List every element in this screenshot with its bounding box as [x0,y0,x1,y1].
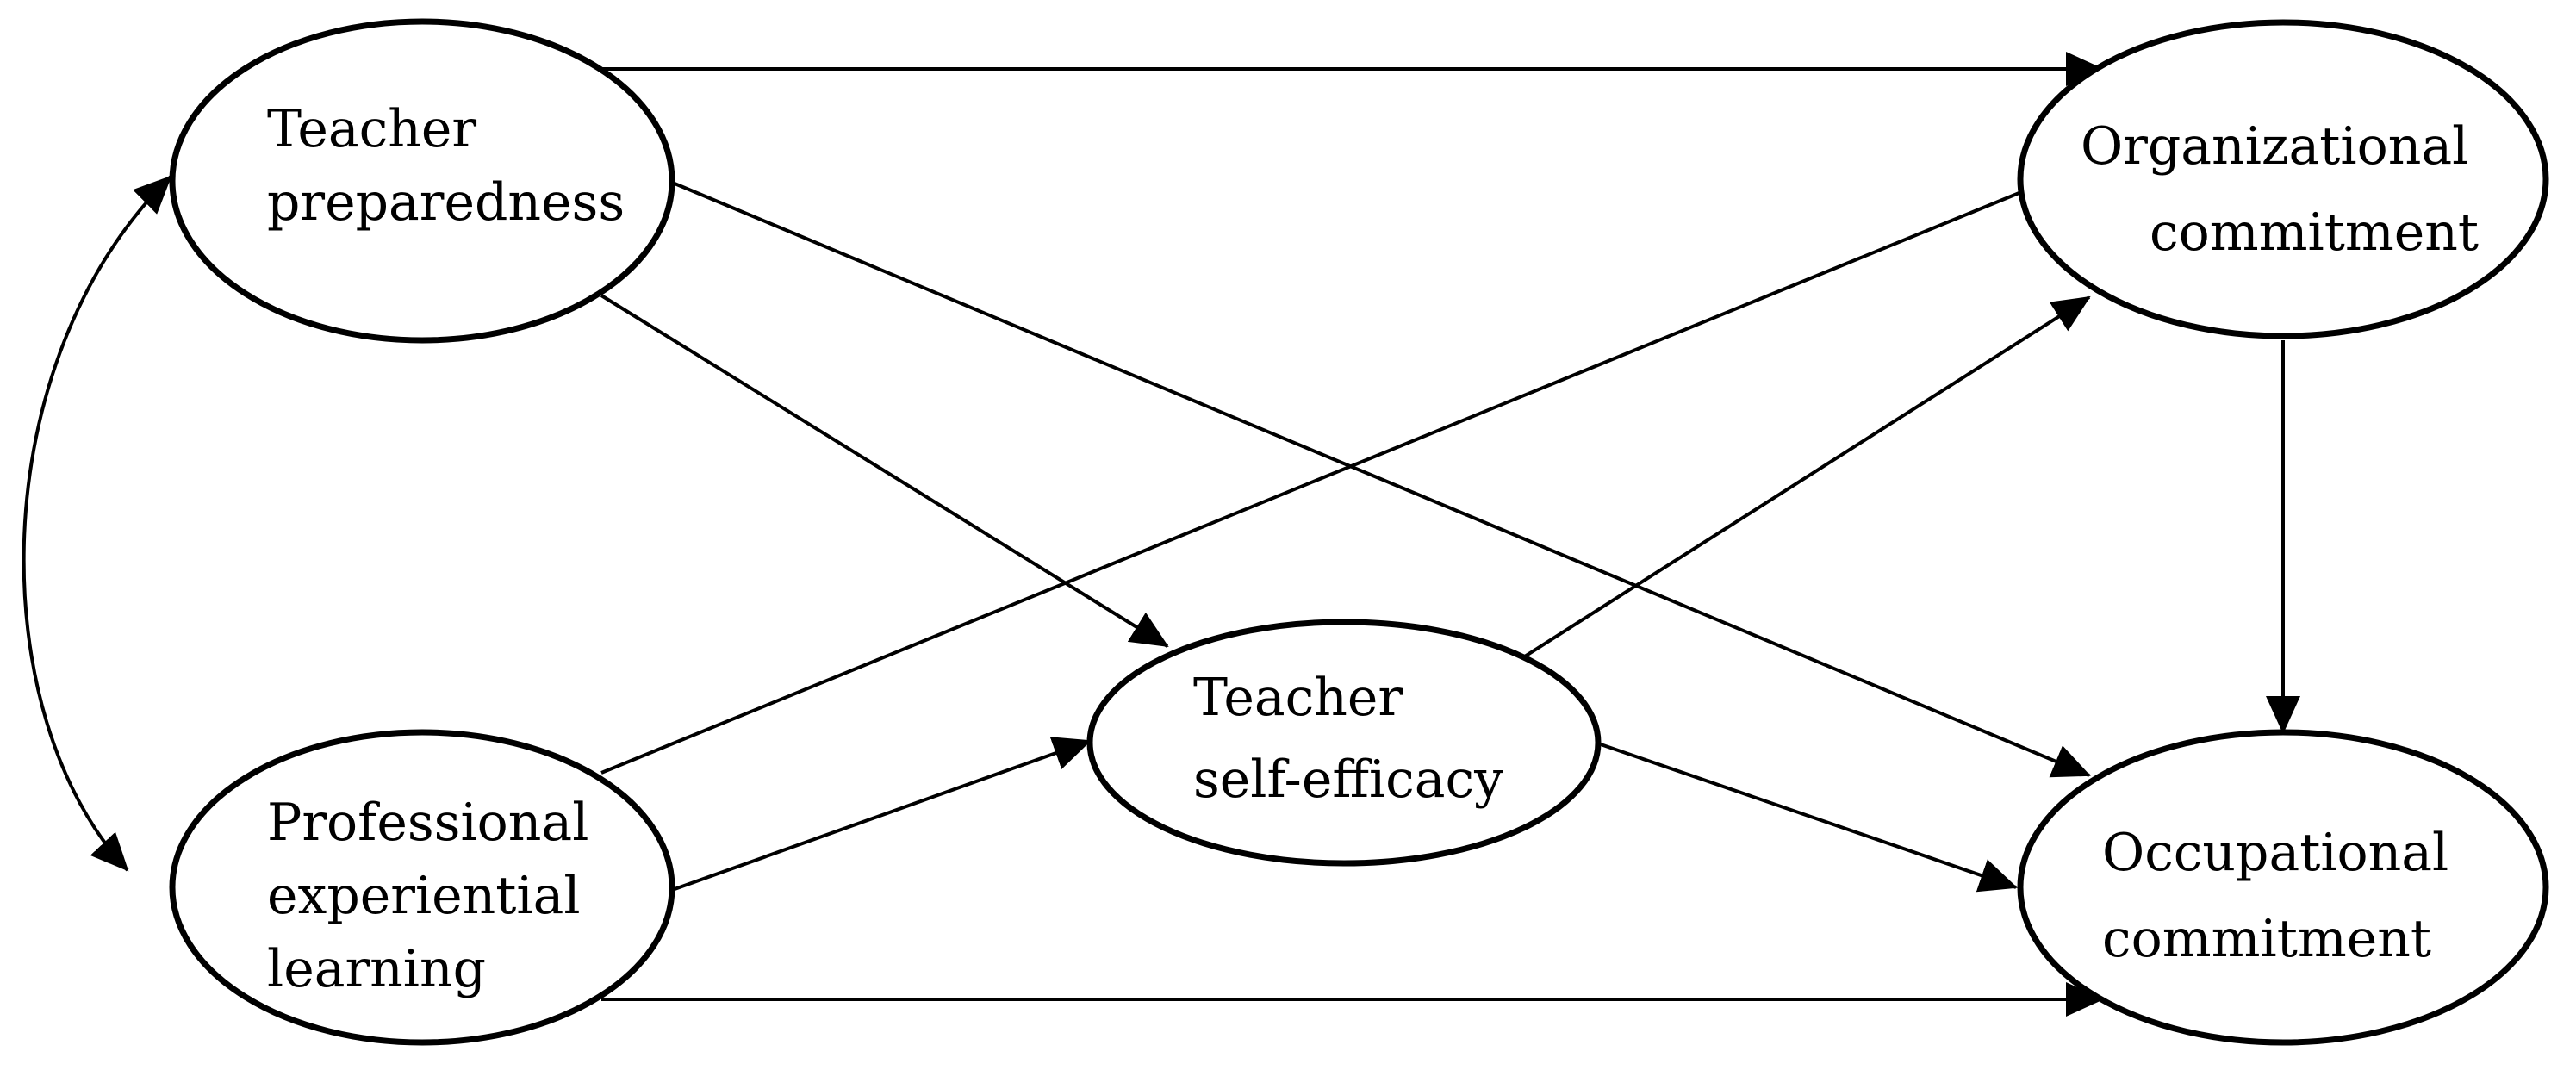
node-label-line: Organizational [2081,116,2468,177]
node-label-line: Teacher [1193,668,1403,728]
node-label-line: preparedness [267,172,625,233]
node-label-line: experiential [267,866,581,926]
node-professional-experiential-learning-shape [169,729,675,1046]
node-teacher-self-efficacy-shape [1086,619,1602,867]
edges [22,52,2300,1017]
edge-preparedness-to-self-efficacy [600,294,1169,648]
node-label-line: learning [267,939,486,999]
node-occupational-commitment-shape [2017,729,2549,1046]
edge-preparedness-experiential-correlation [22,175,172,872]
edge-self-efficacy-to-organizational [1519,295,2091,661]
edge-experiential-to-organizational [600,174,2061,775]
node-occupational-commitment: Occupational commitment [2017,729,2549,1046]
node-label-line: commitment [2102,909,2431,969]
node-organizational-commitment: Organizational commitment [2017,19,2549,339]
node-label-line: Teacher [267,99,476,159]
edge-self-efficacy-to-occupational [1597,742,2018,893]
node-label-line: Professional [267,793,588,853]
node-organizational-commitment-shape [2017,19,2549,339]
node-professional-experiential-learning: Professional experiential learning [169,729,675,1046]
node-teacher-preparedness-shape [169,18,675,344]
node-label-line: self-efficacy [1193,750,1503,810]
node-teacher-preparedness: Teacher preparedness [169,18,675,344]
edge-preparedness-to-occupational [674,182,2091,778]
edge-experiential-to-self-efficacy [674,737,1092,891]
node-teacher-self-efficacy: Teacher self-efficacy [1086,619,1602,867]
node-label-line: Occupational [2102,823,2448,883]
node-label-line: commitment [2150,202,2479,263]
